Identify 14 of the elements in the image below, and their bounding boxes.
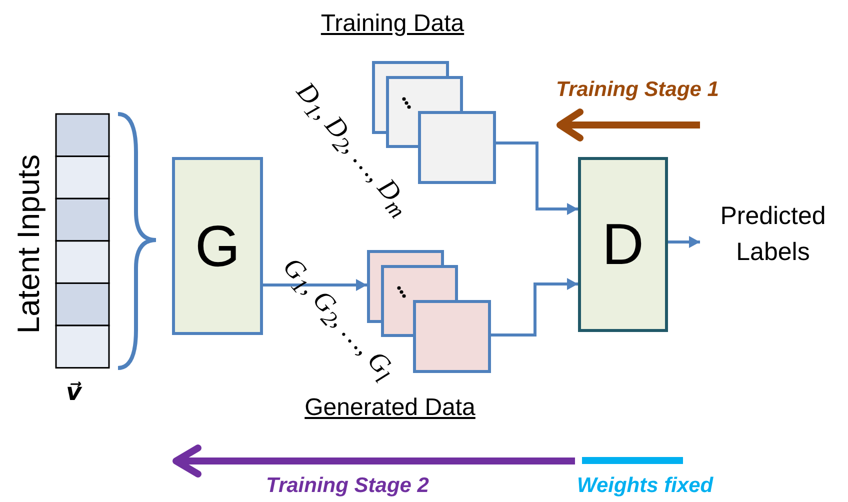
output-label: Predicted Labels [719,201,827,268]
section-heading: Generated Data [304,394,476,422]
arrow [668,236,700,248]
process-box: G [172,157,263,335]
arrow [490,278,578,336]
stage-label: Weights fixed [577,474,714,498]
arrow [495,142,578,215]
process-box: D [578,157,668,332]
axis-title: Latent Inputs [11,153,47,336]
section-heading: Training Data [320,10,466,38]
arrow [263,279,367,291]
stage-label: Training Stage 2 [266,474,429,498]
stage-label: Training Stage 1 [556,78,719,102]
vector-symbol: v⃗ [66,378,82,406]
